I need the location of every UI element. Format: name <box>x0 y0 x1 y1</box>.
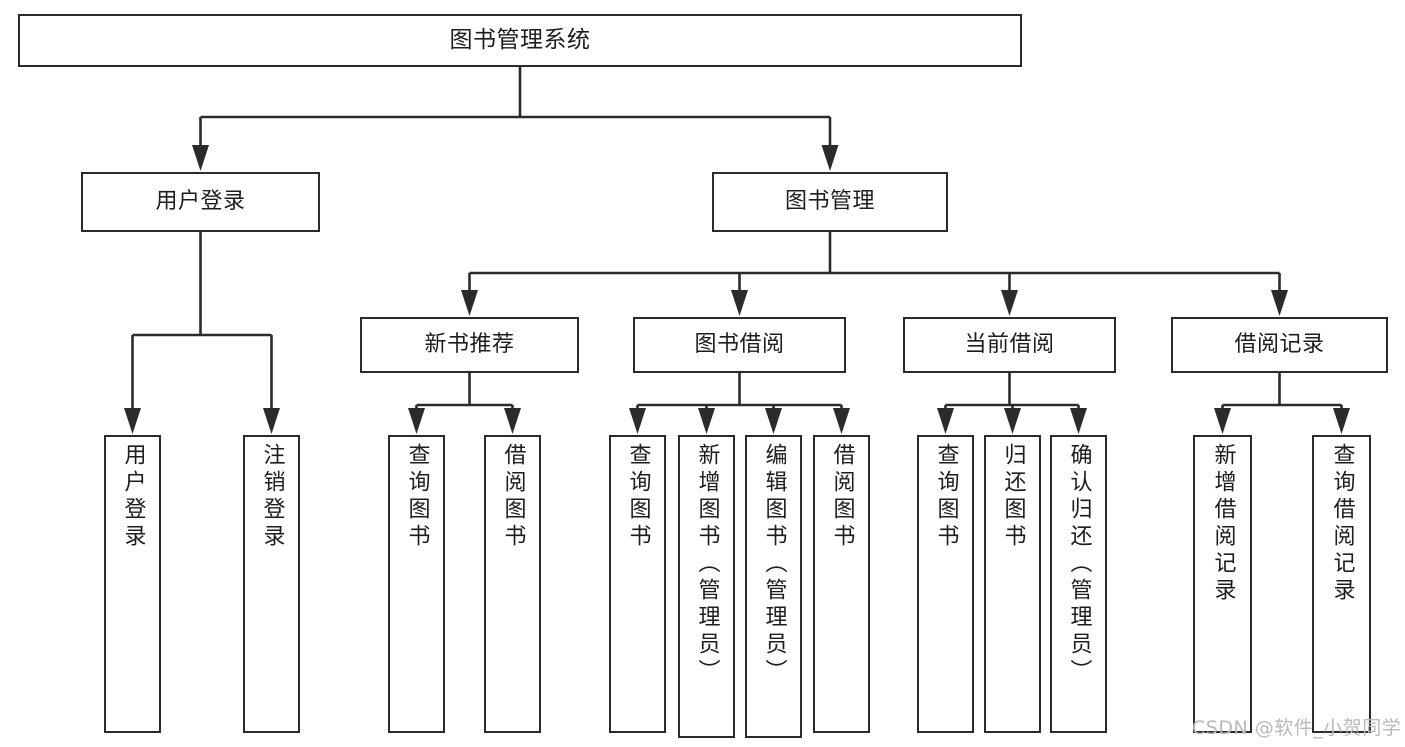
node-label: 图书借阅 <box>694 332 785 358</box>
edge-arrowhead <box>1001 290 1018 316</box>
edge-arrowhead <box>408 408 425 434</box>
node-leaf-edit-book[interactable]: 编辑图书（管理员） <box>745 435 802 738</box>
node-label: 查询图书 <box>933 443 959 551</box>
node-leaf-query-book-1[interactable]: 查询图书 <box>388 435 445 733</box>
node-current-borrow[interactable]: 当前借阅 <box>903 317 1116 373</box>
edge-arrowhead <box>192 145 209 171</box>
node-leaf-borrow-book-2[interactable]: 借阅图书 <box>813 435 870 733</box>
node-book-manage[interactable]: 图书管理 <box>712 172 948 232</box>
node-label: 图书管理 <box>784 189 875 215</box>
node-label: 查询图书 <box>625 443 651 551</box>
node-leaf-query-book-2[interactable]: 查询图书 <box>609 435 666 733</box>
edge-arrowhead <box>1214 408 1231 434</box>
edge-arrowhead <box>937 408 954 434</box>
node-label: 查询图书 <box>404 443 430 551</box>
node-label: 确认归还（管理员） <box>1066 443 1092 686</box>
node-label: 注销登录 <box>259 443 285 551</box>
node-leaf-return-book[interactable]: 归还图书 <box>984 435 1041 733</box>
node-label: 当前借阅 <box>964 332 1055 358</box>
node-root[interactable]: 图书管理系统 <box>18 14 1022 67</box>
node-leaf-user-login[interactable]: 用户登录 <box>104 435 161 733</box>
node-label: 图书管理系统 <box>449 27 591 54</box>
edge-arrowhead <box>833 408 850 434</box>
node-label: 编辑图书（管理员） <box>761 443 787 686</box>
node-label: 新增图书（管理员） <box>694 443 720 686</box>
edge-arrowhead <box>698 408 715 434</box>
node-label: 查询借阅记录 <box>1329 443 1355 605</box>
node-leaf-logout[interactable]: 注销登录 <box>243 435 300 733</box>
edge-arrowhead <box>461 290 478 316</box>
watermark-label: CSDN @软件_小贺同学 <box>1192 717 1402 739</box>
edge-arrowhead <box>1333 408 1350 434</box>
edge-arrowhead <box>124 408 141 434</box>
edge-arrowhead <box>821 145 839 171</box>
node-book-borrow[interactable]: 图书借阅 <box>633 317 846 373</box>
node-label: 归还图书 <box>1000 443 1026 551</box>
node-label: 借阅图书 <box>500 443 526 551</box>
node-leaf-add-book[interactable]: 新增图书（管理员） <box>678 435 735 738</box>
edge-arrowhead <box>765 408 782 434</box>
edge-arrowhead <box>504 408 521 434</box>
edge-arrowhead <box>1004 408 1021 434</box>
node-leaf-query-record[interactable]: 查询借阅记录 <box>1312 435 1371 733</box>
edge-arrowhead <box>629 408 646 434</box>
edge-arrowhead <box>263 408 280 434</box>
edge-arrowhead <box>731 290 748 316</box>
node-label: 借阅记录 <box>1234 332 1325 358</box>
edge-arrowhead <box>1070 408 1087 434</box>
node-label: 用户登录 <box>120 443 146 551</box>
node-label: 新书推荐 <box>424 332 515 358</box>
node-leaf-query-book-3[interactable]: 查询图书 <box>917 435 974 733</box>
node-leaf-add-record[interactable]: 新增借阅记录 <box>1193 435 1252 733</box>
node-borrow-record[interactable]: 借阅记录 <box>1171 317 1388 373</box>
node-label: 新增借阅记录 <box>1210 443 1236 605</box>
node-new-book-rec[interactable]: 新书推荐 <box>360 317 579 373</box>
node-leaf-borrow-book-1[interactable]: 借阅图书 <box>484 435 541 733</box>
node-label: 用户登录 <box>155 189 246 215</box>
node-user-login[interactable]: 用户登录 <box>81 172 320 232</box>
edge-arrowhead <box>1271 290 1288 316</box>
node-label: 借阅图书 <box>829 443 855 551</box>
node-leaf-confirm-return[interactable]: 确认归还（管理员） <box>1050 435 1107 733</box>
